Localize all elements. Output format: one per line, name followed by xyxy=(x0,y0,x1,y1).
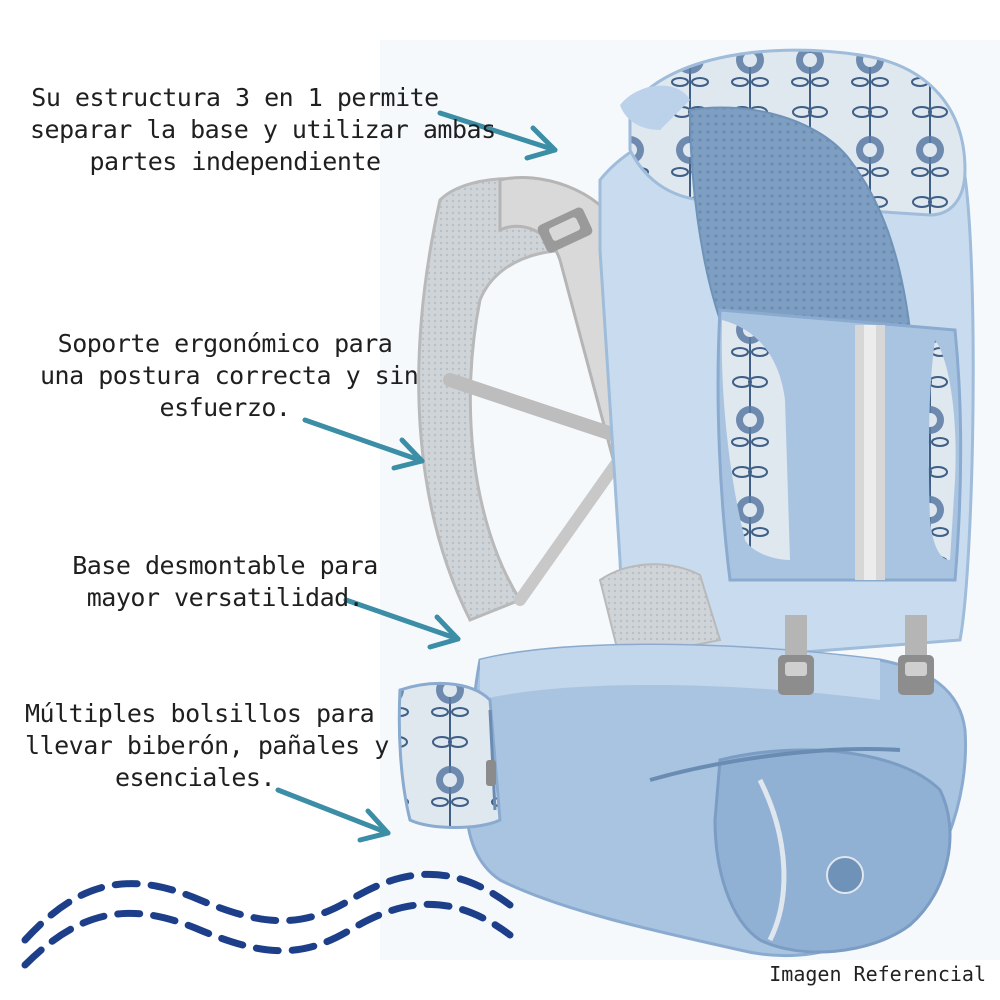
callout-ergonomic-line-3: esfuerzo. xyxy=(159,393,291,422)
callout-structure-line-3: partes independiente xyxy=(89,147,381,176)
callout-structure-line-2: separar la base y utilizar ambas xyxy=(30,115,496,144)
hood-brim xyxy=(620,85,690,130)
callout-structure: Su estructura 3 en 1 permite separar la … xyxy=(30,82,496,178)
callout-ergonomic-line-2: una postura correcta y sin xyxy=(40,361,419,390)
zipper-pull-icon xyxy=(486,760,496,786)
floral-side-panel-left xyxy=(721,320,790,560)
callout-ergonomic-line-1: Soporte ergonómico para xyxy=(57,329,393,358)
arrow-4-icon xyxy=(275,787,391,843)
arrow-2-icon xyxy=(302,417,425,471)
decorative-wave-icon xyxy=(21,870,514,969)
hip-seat-front xyxy=(713,748,952,954)
hip-seat-piping xyxy=(757,778,787,942)
hip-seat-zipper xyxy=(649,747,901,782)
arrow-1-icon xyxy=(437,110,558,161)
callout-base-line-2: mayor versatilidad. xyxy=(86,583,364,612)
callout-structure-line-1: Su estructura 3 en 1 permite xyxy=(31,83,439,112)
reference-image-note: Imagen Referencial xyxy=(769,962,986,986)
strap-buckle-icon xyxy=(537,207,593,253)
callout-pockets-line-1: Múltiples bolsillos para xyxy=(25,699,375,728)
seat-inner xyxy=(598,563,722,662)
arrow-3-icon xyxy=(343,597,461,650)
callout-base-line-1: Base desmontable para xyxy=(72,551,378,580)
side-pocket xyxy=(397,681,502,829)
callout-pockets: Múltiples bolsillos para llevar biberón,… xyxy=(25,698,389,794)
callout-ergonomic: Soporte ergonómico para una postura corr… xyxy=(40,328,419,424)
brand-logo-icon xyxy=(826,856,864,894)
callout-pockets-line-3: esenciales. xyxy=(114,763,276,792)
floral-side-panel-right xyxy=(928,340,956,560)
waist-buckle-right-icon xyxy=(898,615,934,695)
head-mesh-panel xyxy=(688,106,912,332)
waist-buckle-left-icon xyxy=(778,615,814,695)
callout-base: Base desmontable para mayor versatilidad… xyxy=(70,550,380,614)
callout-pockets-line-2: llevar biberón, pañales y xyxy=(25,731,389,760)
